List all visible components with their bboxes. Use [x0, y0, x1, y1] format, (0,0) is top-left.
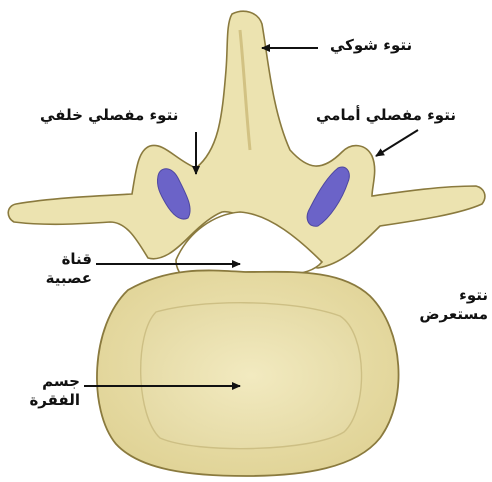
label-neural-canal-line1: قناة: [22, 250, 92, 269]
label-neural-canal-line2: عصبية: [22, 269, 92, 288]
label-superior-articular-process: نتوء مفصلي أمامي: [316, 106, 456, 125]
label-transverse-process: نتوء مستعرض: [404, 286, 488, 324]
label-transverse-line2: مستعرض: [404, 305, 488, 324]
label-transverse-line1: نتوء: [404, 286, 488, 305]
body-core: [141, 303, 362, 449]
label-spinous-process: نتوء شوكي: [330, 36, 412, 55]
label-vertebral-body: جسم الفقرة: [20, 372, 80, 410]
arrow-superior-articular: [376, 130, 418, 156]
label-body-line1: جسم: [20, 372, 80, 391]
label-inferior-articular-process: نتوء مفصلي خلفي: [40, 106, 178, 125]
label-neural-canal: قناة عصبية: [22, 250, 92, 288]
label-body-line2: الفقرة: [20, 391, 80, 410]
